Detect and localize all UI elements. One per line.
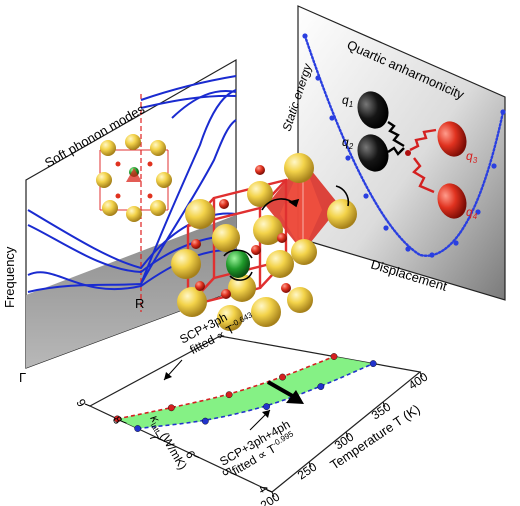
kappa-x-tick-mark-200: [271, 491, 275, 498]
phonon-wiggle-q3: [409, 128, 437, 152]
phonon-band-6: [140, 75, 237, 101]
kappa-point-scp3ph4ph-300: [263, 403, 270, 411]
phonon-band-4: [27, 119, 237, 293]
kappa-y-tick-mark-6: [194, 455, 200, 459]
phonon-x-tick-gamma: Γ: [19, 370, 26, 385]
phonon-vertex: [405, 150, 411, 156]
kappa-point-scp3ph4ph-350: [317, 383, 325, 390]
kappa-x-tick-mark-250: [308, 461, 312, 468]
crystal-structure: [171, 153, 357, 331]
kappa-y-tick-mark-8: [121, 420, 127, 424]
red-atoms: [191, 165, 291, 299]
svg-text:q2: q2: [342, 135, 354, 151]
kappa-x-tick-mark-350: [382, 401, 386, 408]
phonon-q1-ball: [357, 91, 389, 129]
kappa-band-fill: [117, 356, 374, 429]
kappa-point-scp3ph4ph-400: [369, 360, 377, 367]
phonon-band-2: [27, 224, 237, 274]
phonon-band-7: [140, 94, 237, 109]
phonon-q4-ball: [437, 183, 467, 219]
phonon-q3-ball: [437, 121, 467, 157]
kappa-y-tick-mark-5: [230, 472, 236, 476]
kappa-point-scp3ph-350: [279, 373, 286, 381]
anharmonic-panel-frame: [297, 5, 506, 301]
phonon-q2-label: q2: [342, 135, 354, 151]
svg-text:q1: q1: [342, 93, 353, 109]
kappa-x-tick-mark-300: [345, 431, 349, 438]
phonon-y-axis-label: Frequency: [2, 246, 17, 308]
kappa-point-scp3ph4ph-200: [134, 425, 142, 432]
kappa-y-tick-mark-9: [84, 403, 91, 407]
kappa-shift-arrow: [267, 380, 304, 404]
kappa-point-scp3ph-400: [330, 353, 338, 360]
phonon-wiggle-q4: [412, 157, 435, 194]
phonon-q1-label: q1: [342, 93, 353, 109]
phonon-q4-label: q4: [466, 205, 478, 221]
phonon-band-8: [171, 90, 237, 119]
phonon-band-3: [27, 248, 237, 291]
phonon-scattering-diagram: [357, 91, 467, 219]
kappa-lower-curve: [137, 362, 374, 430]
kappa-upper-curve: [117, 355, 335, 420]
anharmonic-energy-dots: [302, 33, 506, 258]
phonon-band-5: [140, 89, 237, 285]
octahedron-front: [280, 160, 322, 252]
phonon-inset-structure: [96, 134, 172, 222]
phonon-q3-label: q3: [466, 149, 478, 165]
kappa-point-scp3ph-200: [113, 415, 121, 423]
kappa-y-tick-mark-7: [157, 437, 163, 441]
gold-atoms: [171, 153, 357, 331]
green-rattler-atom: [226, 250, 250, 278]
kappa-y-tick-mark-4: [266, 489, 273, 493]
kappa-y-tick-label-9: 9: [73, 397, 89, 410]
kappa-point-scp3ph-300: [225, 391, 233, 399]
kappa-point-scp3ph4ph-250: [201, 417, 209, 425]
phonon-wiggle-q1: [387, 121, 405, 148]
svg-text:q4: q4: [466, 205, 478, 221]
kappa-x-tick-mark-400: [419, 371, 423, 378]
svg-text:q3: q3: [466, 149, 478, 165]
rotation-arrows: [223, 185, 350, 281]
kappa-point-scp3ph-250: [167, 404, 175, 412]
phonon-bands: [27, 75, 237, 293]
phonon-q2-ball: [357, 134, 389, 172]
phonon-x-tick-r: R: [135, 296, 144, 311]
phonon-wiggle-q2: [387, 146, 405, 156]
anharmonic-energy-curve: [303, 34, 505, 257]
